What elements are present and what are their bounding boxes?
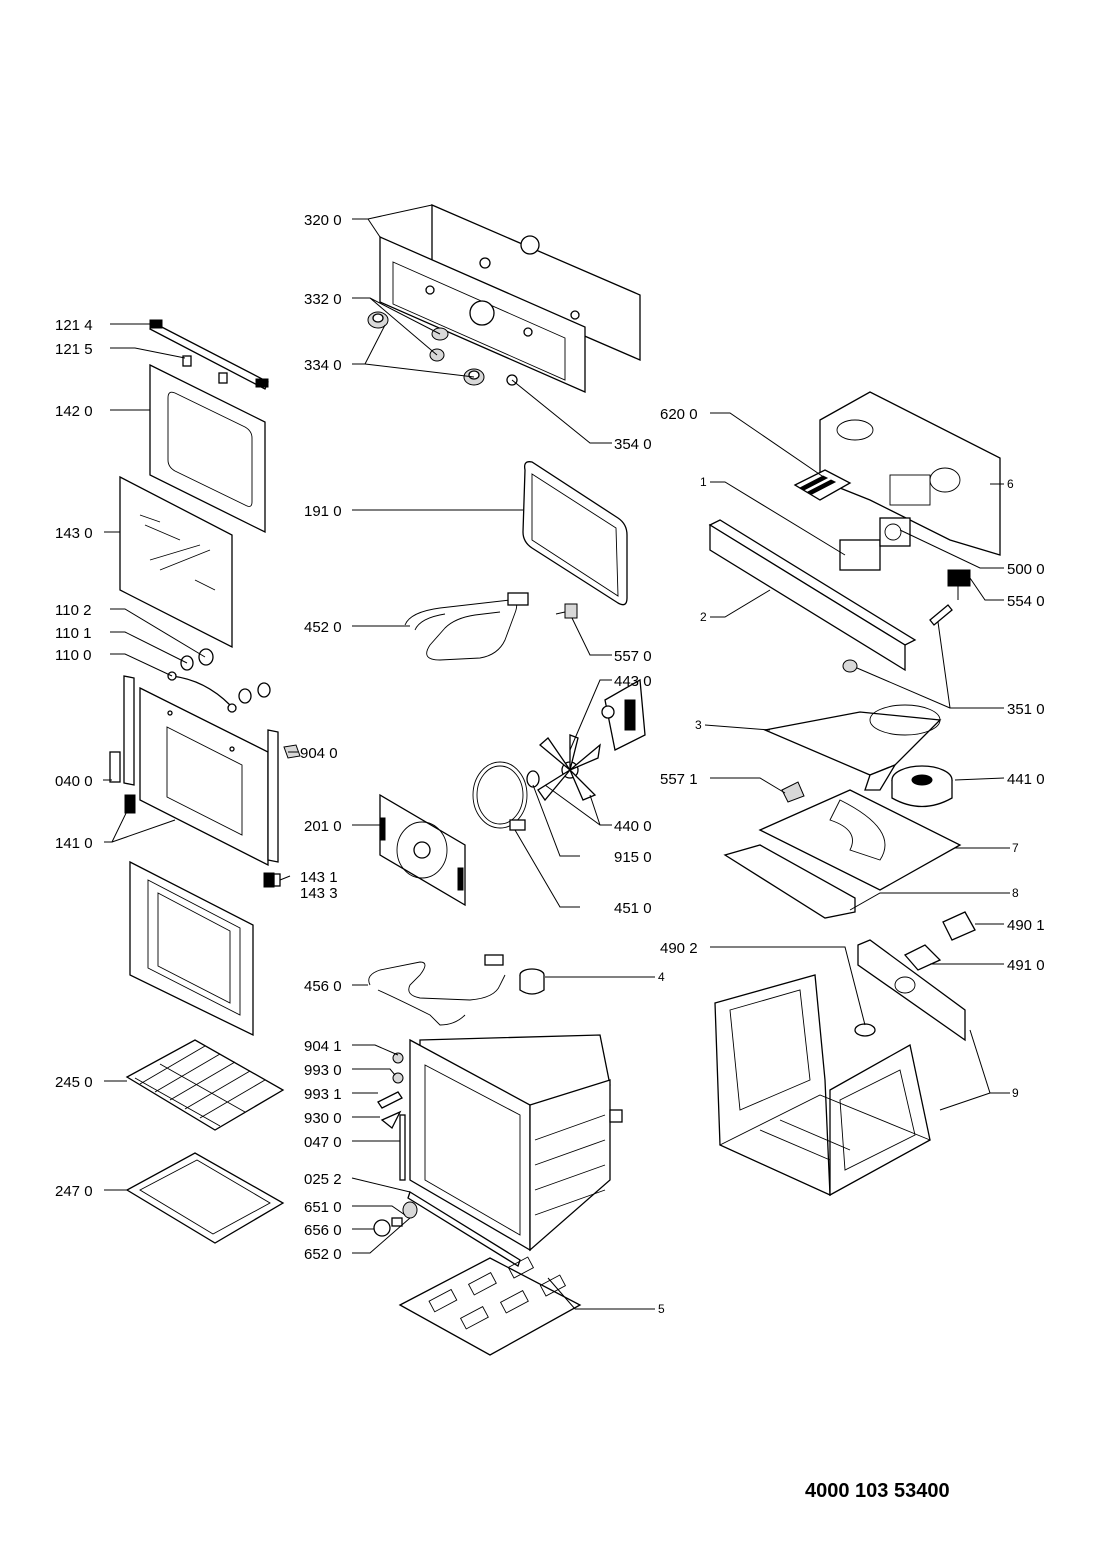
label-143-1: 143 1 xyxy=(300,869,338,886)
label-456-0: 456 0 xyxy=(304,978,342,995)
label-652-0: 652 0 xyxy=(304,1246,342,1263)
label-557-0: 557 0 xyxy=(614,648,652,665)
door-hinge-parts xyxy=(167,648,271,713)
top-heating-element-part xyxy=(404,592,529,661)
oven-door-seal-part xyxy=(522,461,628,606)
label-5: 5 xyxy=(658,1302,665,1316)
label-143-0: 143 0 xyxy=(55,525,93,542)
label-334-0: 334 0 xyxy=(304,357,342,374)
safety-thermostat-part xyxy=(781,781,805,803)
label-7: 7 xyxy=(1012,841,1019,855)
terminal-block-part xyxy=(793,469,852,501)
control-bracket-part xyxy=(708,517,917,672)
label-332-0: 332 0 xyxy=(304,291,342,308)
label-3: 3 xyxy=(695,718,702,732)
label-247-0: 247 0 xyxy=(55,1183,93,1200)
label-121-4: 121 4 xyxy=(55,317,93,334)
label-554-0: 554 0 xyxy=(1007,593,1045,610)
label-490-2: 490 2 xyxy=(660,940,698,957)
label-143-3: 143 3 xyxy=(300,885,338,902)
label-993-1: 993 1 xyxy=(304,1086,342,1103)
label-443-0: 443 0 xyxy=(614,673,652,690)
part-labels: 320 0 332 0 334 0 354 0 121 4 121 5 142 … xyxy=(55,212,1045,1502)
door-inner-glass-part xyxy=(119,475,233,649)
small-fixing-parts xyxy=(377,1052,406,1181)
label-110-0: 110 0 xyxy=(55,647,91,664)
label-9: 9 xyxy=(1012,1086,1019,1100)
label-930-0: 930 0 xyxy=(304,1110,342,1127)
switch-part xyxy=(947,569,971,600)
label-1: 1 xyxy=(700,475,707,489)
door-top-profile-part xyxy=(149,319,269,390)
label-110-2: 110 2 xyxy=(55,602,91,619)
circular-heating-element-part xyxy=(472,761,528,831)
oven-bottom-plate-part xyxy=(398,1256,582,1356)
lower-heating-element-part xyxy=(368,954,506,1026)
label-8: 8 xyxy=(1012,886,1019,900)
label-4: 4 xyxy=(658,970,665,984)
cooling-plate-part xyxy=(762,704,942,791)
control-panel-part xyxy=(379,204,641,393)
label-993-0: 993 0 xyxy=(304,1062,342,1079)
label-915-0: 915 0 xyxy=(614,849,652,866)
label-656-0: 656 0 xyxy=(304,1222,342,1239)
label-620-0: 620 0 xyxy=(660,406,698,423)
door-outer-glass-part xyxy=(149,363,266,534)
label-500-0: 500 0 xyxy=(1007,561,1045,578)
leader-lines xyxy=(103,204,1010,1310)
rear-fan-cover-part xyxy=(379,793,466,907)
fan-motor-part xyxy=(601,678,646,751)
thermostat-part xyxy=(555,603,578,619)
label-201-0: 201 0 xyxy=(304,818,342,835)
label-121-5: 121 5 xyxy=(55,341,93,358)
front-profile-and-knob-parts xyxy=(373,1191,521,1267)
fan-blade-part xyxy=(526,734,601,802)
inner-door-frame-part xyxy=(109,675,279,867)
label-245-0: 245 0 xyxy=(55,1074,93,1091)
label-191-0: 191 0 xyxy=(304,503,342,520)
label-354-0: 354 0 xyxy=(614,436,652,453)
label-2: 2 xyxy=(700,610,707,624)
label-904-1: 904 1 xyxy=(304,1038,342,1055)
door-latch-part xyxy=(263,872,281,888)
label-451-0: 451 0 xyxy=(614,900,652,917)
baking-tray-part xyxy=(125,1152,285,1244)
label-142-0: 142 0 xyxy=(55,403,93,420)
label-047-0: 047 0 xyxy=(304,1134,342,1151)
temperature-sensor-part xyxy=(842,604,953,673)
label-6: 6 xyxy=(1007,477,1014,491)
wire-rack-part xyxy=(125,1039,285,1131)
oven-cavity-part xyxy=(409,1034,623,1252)
label-025-2: 025 2 xyxy=(304,1171,342,1188)
outer-casing-part xyxy=(714,974,932,1197)
door-assembly-part xyxy=(129,860,254,1037)
label-141-0: 141 0 xyxy=(55,835,93,852)
label-452-0: 452 0 xyxy=(304,619,342,636)
label-320-0: 320 0 xyxy=(304,212,342,229)
top-cover-part xyxy=(723,789,962,919)
oven-lamp-part xyxy=(519,968,545,995)
label-040-0: 040 0 xyxy=(55,773,93,790)
label-490-1: 490 1 xyxy=(1007,917,1045,934)
label-110-1: 110 1 xyxy=(55,625,91,642)
label-651-0: 651 0 xyxy=(304,1199,342,1216)
label-491-0: 491 0 xyxy=(1007,957,1045,974)
label-441-0: 441 0 xyxy=(1007,771,1045,788)
label-351-0: 351 0 xyxy=(1007,701,1045,718)
label-904-0: 904 0 xyxy=(300,745,338,762)
label-440-0: 440 0 xyxy=(614,818,652,835)
document-number: 4000 103 53400 xyxy=(805,1480,950,1502)
cooling-fan-part xyxy=(891,765,953,808)
label-557-1: 557 1 xyxy=(660,771,698,788)
electronics-board-part xyxy=(857,911,976,1042)
